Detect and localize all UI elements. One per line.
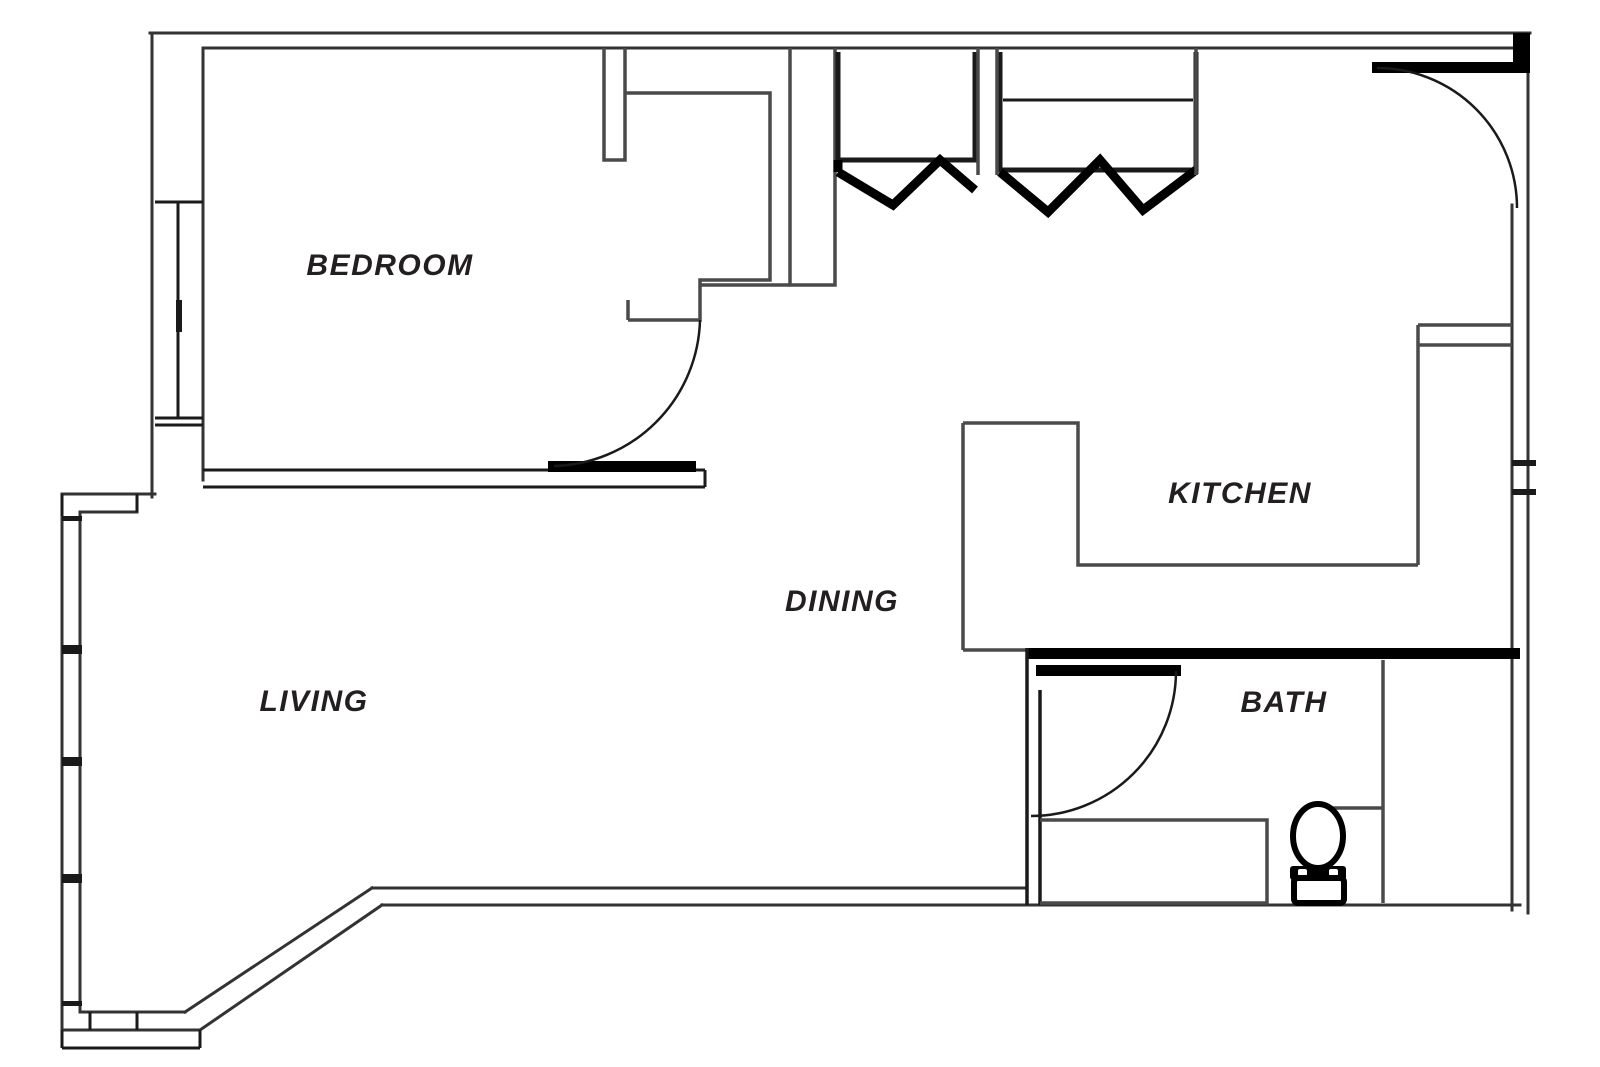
right-window-mullion bbox=[1512, 460, 1536, 466]
window-mullion bbox=[62, 757, 82, 766]
bedroom-door-leaf[interactable] bbox=[548, 461, 696, 472]
closet-divider-wall bbox=[976, 48, 1198, 175]
right-window-mullion bbox=[1512, 489, 1536, 495]
window-mullion bbox=[62, 874, 82, 883]
bath-door-swing-arc bbox=[1030, 670, 1178, 818]
room-label-bedroom: BEDROOM bbox=[306, 249, 473, 282]
kitchen-bath-divider-wall bbox=[963, 648, 1520, 690]
living-corner-window-jamb bbox=[60, 494, 139, 516]
toilet-bolt-right bbox=[1329, 869, 1338, 876]
window-mullion bbox=[62, 1001, 82, 1006]
entry-door-leaf[interactable] bbox=[1372, 62, 1527, 73]
toilet-bolt-left bbox=[1298, 869, 1307, 876]
toilet-tank bbox=[1291, 875, 1347, 906]
entry-door-jamb bbox=[1513, 33, 1530, 73]
living-east-wall bbox=[1025, 690, 1042, 905]
bath-door[interactable] bbox=[1030, 665, 1181, 818]
vanity-counter bbox=[1040, 818, 1269, 905]
closet-left-outline bbox=[835, 52, 978, 163]
closet-left bbox=[833, 52, 978, 211]
window-mullion bbox=[62, 645, 82, 654]
bath-north-wall bbox=[1027, 648, 1520, 659]
room-label-living: LIVING bbox=[259, 685, 368, 718]
entry-door-swing-arc bbox=[1376, 66, 1519, 209]
closet-right-bifold-door[interactable] bbox=[997, 153, 1199, 219]
bath-door-leaf[interactable] bbox=[1036, 665, 1181, 676]
toilet bbox=[1290, 801, 1347, 906]
living-window-west bbox=[62, 516, 82, 1006]
toilet-bowl bbox=[1290, 801, 1346, 871]
room-label-kitchen: KITCHEN bbox=[1168, 477, 1312, 510]
room-label-bath: BATH bbox=[1240, 686, 1327, 719]
entry-door[interactable] bbox=[1372, 33, 1530, 209]
window-mullion bbox=[62, 516, 82, 521]
bedroom-door-swing-arc bbox=[553, 319, 702, 468]
bedroom-window-mullion bbox=[176, 300, 182, 332]
room-label-dining: DINING bbox=[785, 585, 899, 618]
closet-left-bifold-door[interactable] bbox=[835, 153, 978, 211]
kitchen-counter bbox=[961, 323, 1512, 650]
living-window-south bbox=[60, 1012, 202, 1050]
